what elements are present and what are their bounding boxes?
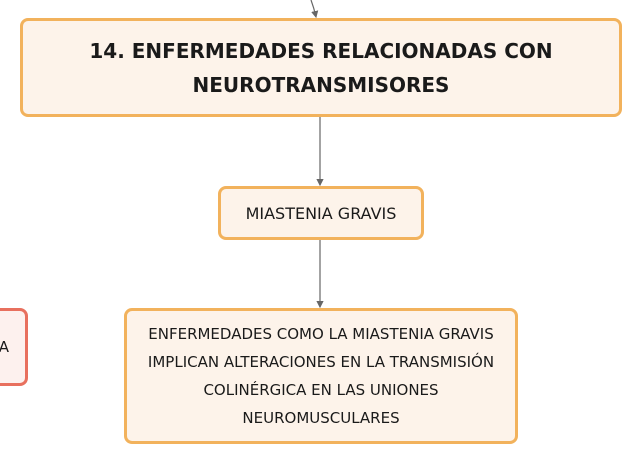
node-miastenia-gravis[interactable]: MIASTENIA GRAVIS — [218, 186, 424, 240]
node-mid-text: MIASTENIA GRAVIS — [245, 203, 397, 223]
node-left-text: A — [0, 338, 9, 356]
node-description[interactable]: ENFERMEDADES COMO LA MIASTENIA GRAVIS IM… — [124, 308, 518, 444]
node-title-text: 14. ENFERMEDADES RELACIONADAS CON NEUROT… — [89, 38, 553, 97]
connector-incoming — [310, 0, 319, 19]
node-bottom-text: ENFERMEDADES COMO LA MIASTENIA GRAVIS IM… — [147, 325, 495, 427]
node-title[interactable]: 14. ENFERMEDADES RELACIONADAS CON NEUROT… — [20, 18, 622, 117]
node-side-partial[interactable]: A — [0, 308, 28, 386]
